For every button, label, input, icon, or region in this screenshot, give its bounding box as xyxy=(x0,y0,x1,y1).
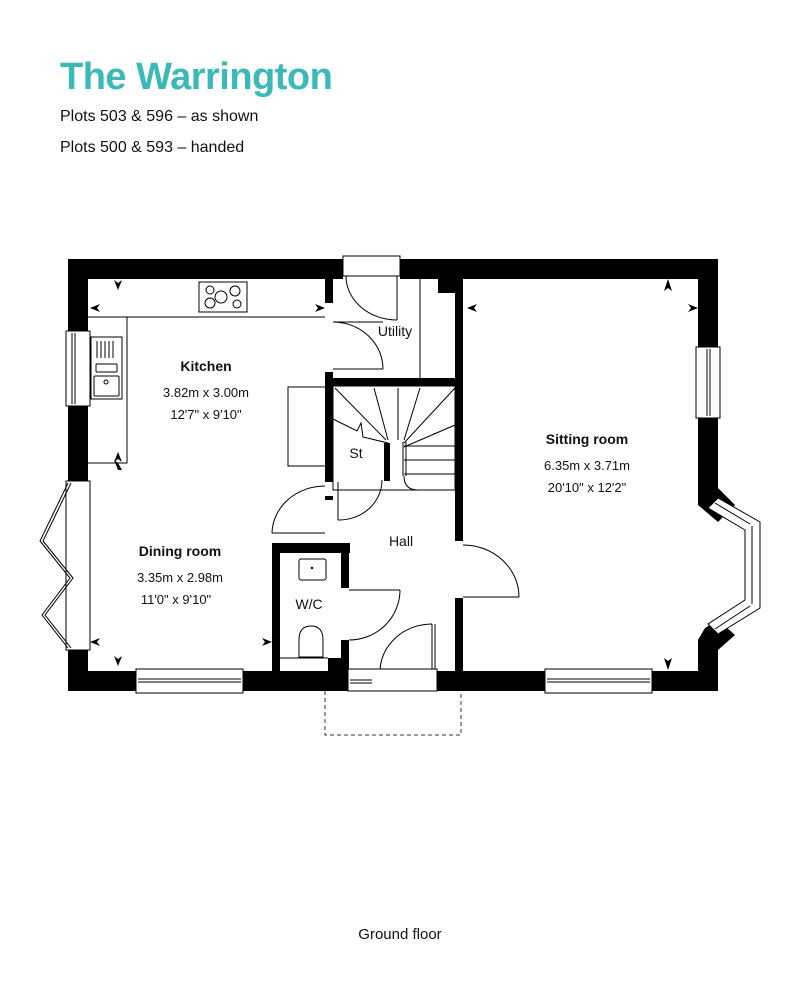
sink-icon xyxy=(90,336,123,400)
staircase xyxy=(332,385,456,491)
room-labels: Kitchen 3.82m x 3.00m 12'7" x 9'10" Dini… xyxy=(137,323,630,612)
bifold-doors xyxy=(39,480,91,651)
plots-as-shown: Plots 503 & 596 – as shown xyxy=(60,108,259,125)
wc-fittings xyxy=(280,558,328,659)
utility-label: Utility xyxy=(378,323,412,339)
hob-icon xyxy=(198,281,248,313)
plots-handed: Plots 500 & 593 – handed xyxy=(60,139,245,156)
kitchen-metric: 3.82m x 3.00m xyxy=(163,385,249,400)
sitting-room-metric: 6.35m x 3.71m xyxy=(544,458,630,473)
dining-room-label: Dining room xyxy=(139,543,221,559)
dining-room-metric: 3.35m x 2.98m xyxy=(137,570,223,585)
windows xyxy=(65,255,761,694)
kitchen-label: Kitchen xyxy=(180,358,231,374)
interior-walls xyxy=(272,279,463,691)
kitchen-imperial: 12'7" x 9'10" xyxy=(170,407,242,422)
exterior-walls xyxy=(68,259,735,691)
dimension-arrows xyxy=(90,279,698,670)
page-title: The Warrington xyxy=(60,56,333,98)
kitchen-units xyxy=(88,281,327,467)
store-label: St xyxy=(349,445,362,461)
sitting-room-label: Sitting room xyxy=(546,431,628,447)
dining-room-imperial: 11'0" x 9'10" xyxy=(141,592,212,607)
sitting-room-imperial: 20'10" x 12'2" xyxy=(548,480,627,495)
doors xyxy=(271,275,520,736)
floor-label: Ground floor xyxy=(358,926,442,943)
basin-icon xyxy=(298,558,327,581)
hall-label: Hall xyxy=(389,533,413,549)
wc-label: W/C xyxy=(295,596,322,612)
toilet-icon xyxy=(298,625,324,658)
